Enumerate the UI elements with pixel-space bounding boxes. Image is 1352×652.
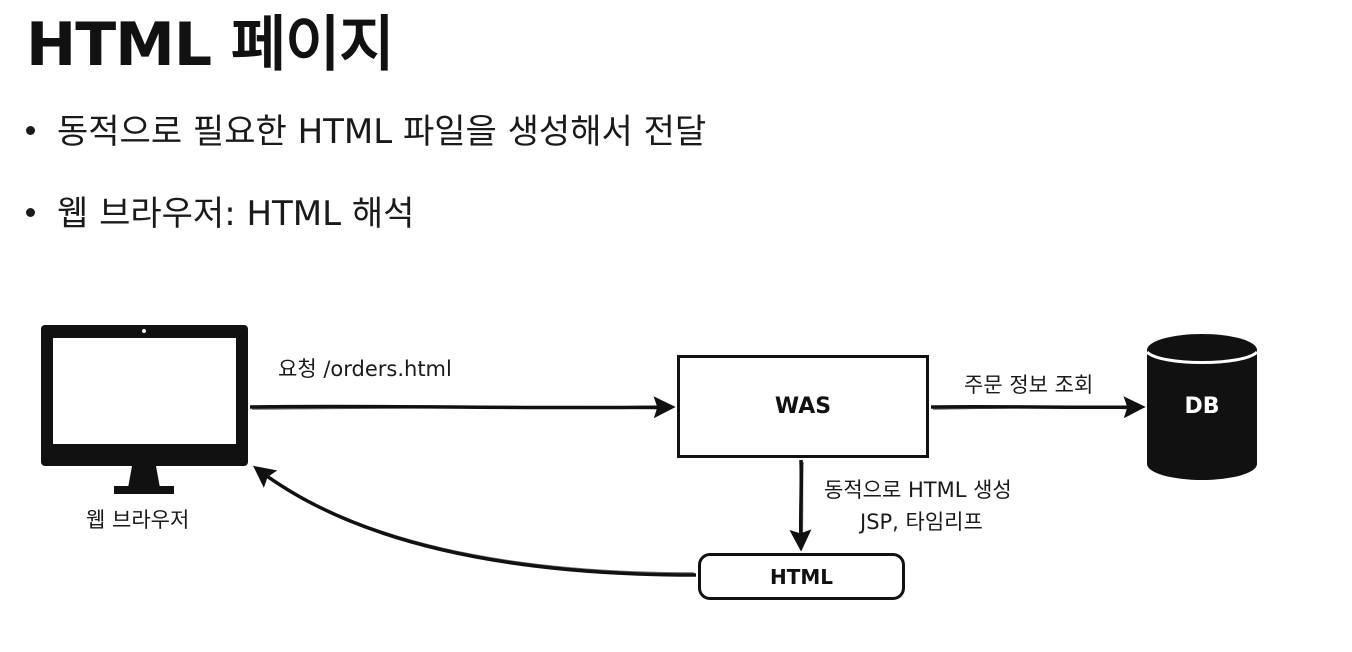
was-box: WAS: [677, 355, 929, 458]
bullet-dot-icon: [26, 126, 35, 135]
query-label: 주문 정보 조회: [964, 373, 1094, 397]
request-label: 요청 /orders.html: [278, 357, 452, 381]
monitor-icon: [41, 325, 248, 494]
request-arrow: [249, 396, 676, 419]
template-engine-label: JSP, 타임리프: [860, 510, 983, 534]
page-title: HTML 페이지: [26, 10, 395, 80]
dynamic-generation-label: 동적으로 HTML 생성: [824, 478, 1012, 502]
bullet-text: 동적으로 필요한 HTML 파일을 생성해서 전달: [57, 112, 707, 152]
bullet-item: 웹 브라우저: HTML 해석: [26, 194, 414, 235]
database-icon: [1145, 334, 1259, 480]
bullet-text: 웹 브라우저: HTML 해석: [57, 194, 415, 234]
html-box: HTML: [698, 553, 905, 600]
db-label: DB: [1184, 394, 1220, 419]
response-arrow: [253, 465, 697, 577]
browser-label: 웹 브라우저: [86, 508, 190, 532]
bullet-item: 동적으로 필요한 HTML 파일을 생성해서 전달: [26, 112, 706, 153]
query-arrow: [930, 396, 1146, 419]
generate-arrow: [789, 459, 812, 552]
bullet-dot-icon: [26, 208, 35, 217]
